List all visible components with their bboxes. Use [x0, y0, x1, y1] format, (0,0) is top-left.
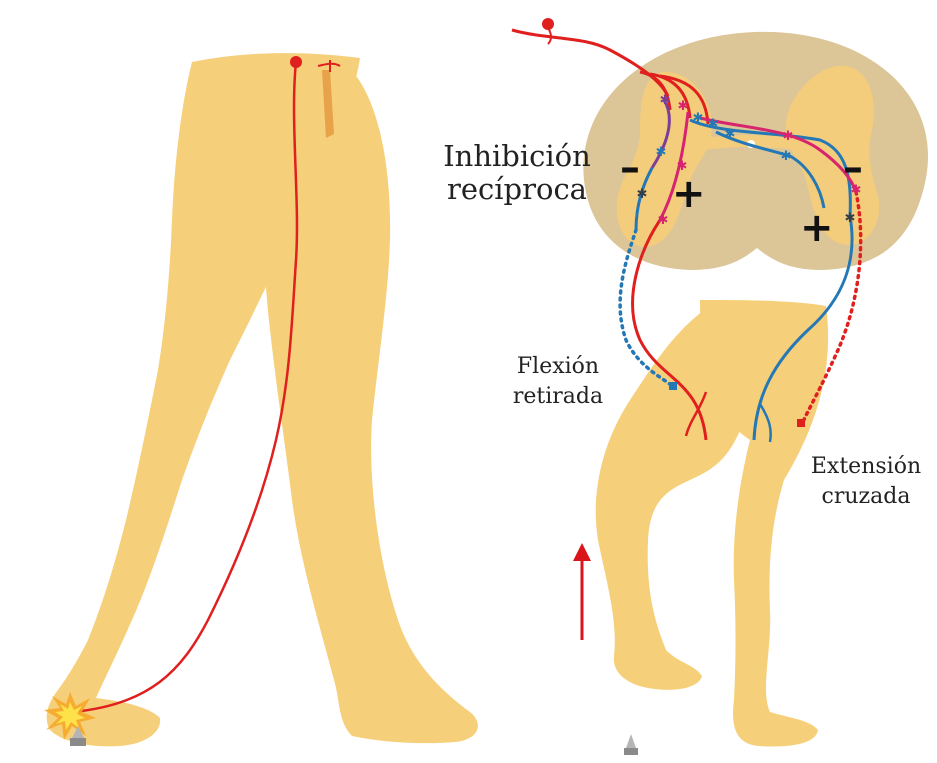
inhibition-sign-right: –: [843, 148, 863, 188]
synapse-star: ✱: [658, 213, 669, 228]
synapse-star: ✱: [725, 127, 736, 142]
dotted-red-terminal: [797, 419, 805, 427]
crossed-extension-line2: cruzada: [796, 482, 936, 512]
reciprocal-inhibition-label: Inhibición recíproca: [432, 140, 602, 207]
left-legs: [47, 53, 478, 746]
left-figure-neuron-soma: [290, 56, 302, 68]
crossed-extension-line1: Extensión: [796, 452, 936, 482]
withdrawal-line1: Flexión: [488, 352, 628, 382]
synapse-star: ✱: [678, 99, 689, 114]
inhibition-sign-left: –: [620, 148, 640, 188]
crossed-extension-label: Extensión cruzada: [796, 452, 936, 511]
withdrawal-line2: retirada: [488, 382, 628, 412]
synapse-star: ✱: [781, 149, 792, 164]
pin-icon: [624, 734, 638, 755]
reciprocal-inhibition-line2: recíproca: [432, 173, 602, 206]
synapse-star: ✱: [693, 111, 704, 126]
excitation-sign-left: +: [672, 174, 706, 214]
afferent-neuron-soma: [542, 18, 554, 30]
excitation-sign-right: +: [800, 208, 834, 248]
synapse-star: ✱: [845, 211, 856, 226]
synapse-star: ✱: [708, 117, 719, 132]
synapse-star: ✱: [656, 145, 667, 160]
synapse-star: ✱: [660, 93, 671, 108]
dotted-blue-terminal: [669, 382, 677, 390]
right-legs: [596, 300, 828, 746]
withdrawal-flexion-label: Flexión retirada: [488, 352, 628, 411]
reciprocal-inhibition-line1: Inhibición: [432, 140, 602, 173]
synapse-star: ✱: [783, 129, 794, 144]
